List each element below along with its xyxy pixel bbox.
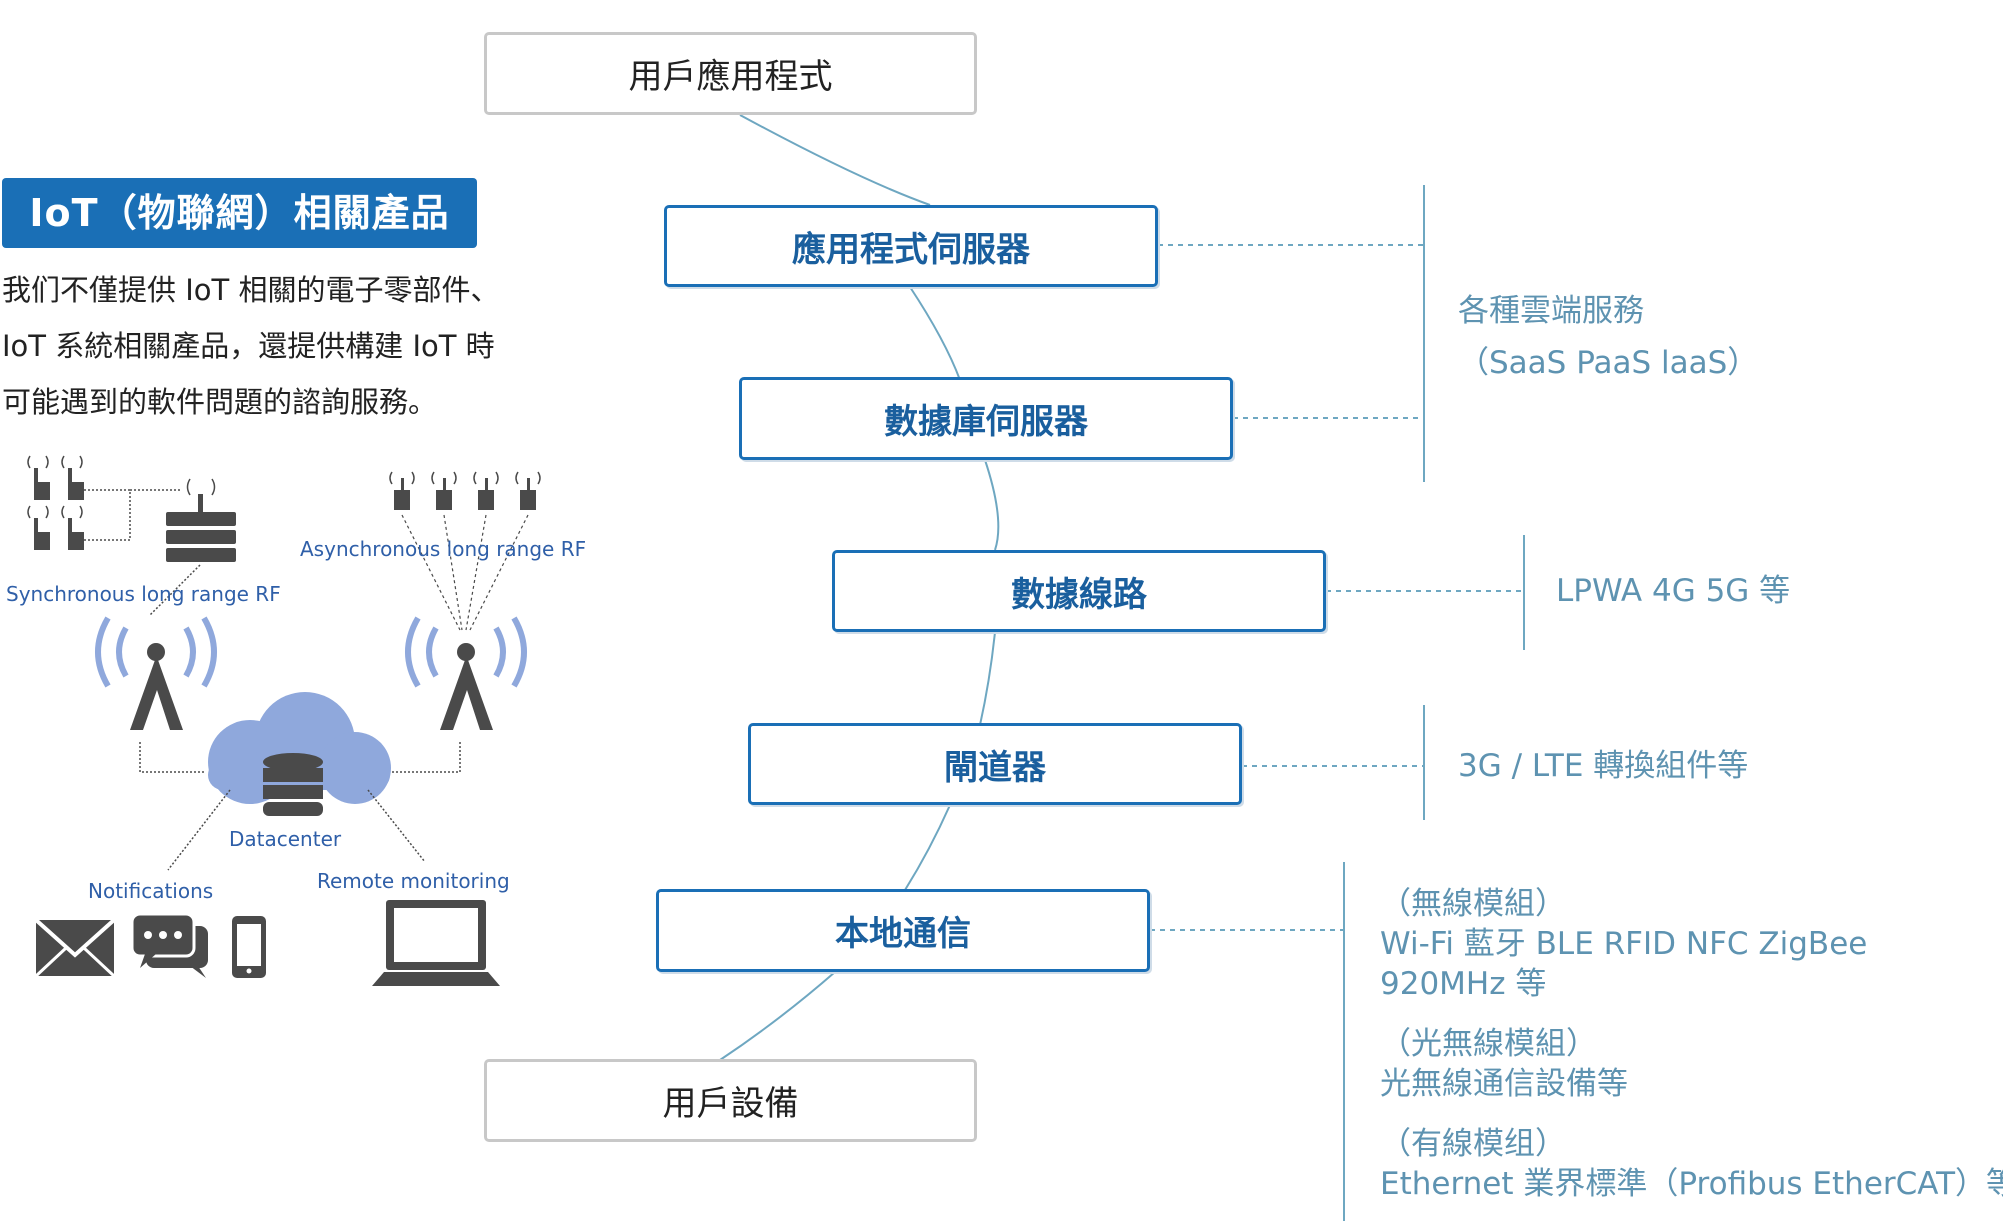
intro-line: 可能遇到的軟件問題的諮詢服務。 (2, 385, 438, 419)
note-brackets (1343, 185, 1525, 1221)
server-icon (166, 494, 236, 562)
sync-rf-label: Synchronous long range RF (6, 582, 281, 606)
sensor-node-icon (68, 468, 84, 500)
connector-gw-local (904, 804, 951, 891)
connector-line-gw (979, 631, 996, 726)
local-note-line: （光無線模組） (1380, 1026, 1597, 1062)
user-application-box: 用戶應用程式 (484, 32, 977, 115)
chat-icon (130, 912, 208, 978)
intro-badge: IoT（物聯網）相關產品 (2, 178, 477, 248)
connector-app-db (909, 286, 961, 381)
radio-tower-icon (95, 616, 217, 730)
local-note-line: Ethernet 業界標準（Profibus EtherCAT）等 (1380, 1166, 2003, 1202)
cloud-note-line: 各種雲端服務 (1458, 293, 1644, 329)
connector-bottom (719, 971, 836, 1061)
sync-links (84, 489, 180, 541)
local-note-line: （有線模组） (1380, 1126, 1566, 1162)
intro-description: 我们不僅提供 IoT 相關的電子零部件、 IoT 系統相關產品，還提供構建 Io… (2, 262, 562, 430)
local-communication-note: （無線模組） Wi-Fi 藍牙 BLE RFID NFC ZigBee 920M… (1380, 884, 2003, 1204)
database-server-box: 數據庫伺服器 (739, 377, 1233, 460)
sensor-node-icon (34, 468, 50, 500)
smartphone-icon (232, 916, 266, 978)
stack-connectors (719, 114, 1000, 1061)
user-device-box: 用戶設備 (484, 1059, 977, 1142)
async-links (401, 514, 529, 631)
connector-db-line (984, 459, 1000, 551)
local-communication-box: 本地通信 (656, 889, 1150, 972)
local-note-line: 920MHz 等 (1380, 966, 1547, 1002)
database-icon (263, 753, 323, 816)
lpwa-note: LPWA 4G 5G 等 (1556, 573, 1791, 609)
tower-cloud-links (139, 742, 461, 773)
local-note-line: （無線模組） (1380, 886, 1566, 922)
cloud-note-line: （SaaS PaaS laaS） (1458, 345, 1759, 381)
intro-line: 我们不僅提供 IoT 相關的電子零部件、 (2, 273, 500, 307)
sensor-node-icon (394, 478, 410, 510)
cloud-services-note: 各種雲端服務 （SaaS PaaS laaS） (1458, 291, 1758, 383)
sensor-cluster-async (394, 478, 536, 510)
intro-line: IoT 系統相關產品，還提供構建 IoT 時 (2, 329, 495, 363)
connector-top (739, 114, 931, 206)
laptop-icon (372, 900, 500, 986)
sensor-cluster-sync (34, 468, 84, 550)
sensor-node-icon (520, 478, 536, 510)
sensor-node-icon (68, 518, 84, 550)
radio-tower-icon (405, 616, 527, 730)
sensor-node-icon (478, 478, 494, 510)
iot-illustration: Synchronous long range RF Asynchronous l… (6, 455, 586, 986)
note-leaders (1150, 244, 1524, 931)
gateway-note: 3G / LTE 轉換組件等 (1458, 748, 1749, 784)
remote-monitoring-label: Remote monitoring (317, 869, 510, 893)
application-server-box: 應用程式伺服器 (664, 205, 1158, 287)
local-note-line: Wi-Fi 藍牙 BLE RFID NFC ZigBee (1380, 926, 1868, 962)
mail-icon (34, 918, 116, 978)
sensor-node-icon (436, 478, 452, 510)
cloud-client-links (167, 789, 426, 871)
data-line-box: 數據線路 (832, 550, 1326, 632)
notifications-label: Notifications (88, 879, 213, 903)
sensor-node-icon (34, 518, 50, 550)
gateway-box: 閘道器 (748, 723, 1242, 805)
local-note-line: 光無線通信設備等 (1380, 1066, 1628, 1102)
antenna-icon (27, 455, 216, 519)
async-rf-label: Asynchronous long range RF (300, 537, 586, 561)
antenna-icon (389, 471, 541, 485)
datacenter-label: Datacenter (229, 827, 342, 851)
